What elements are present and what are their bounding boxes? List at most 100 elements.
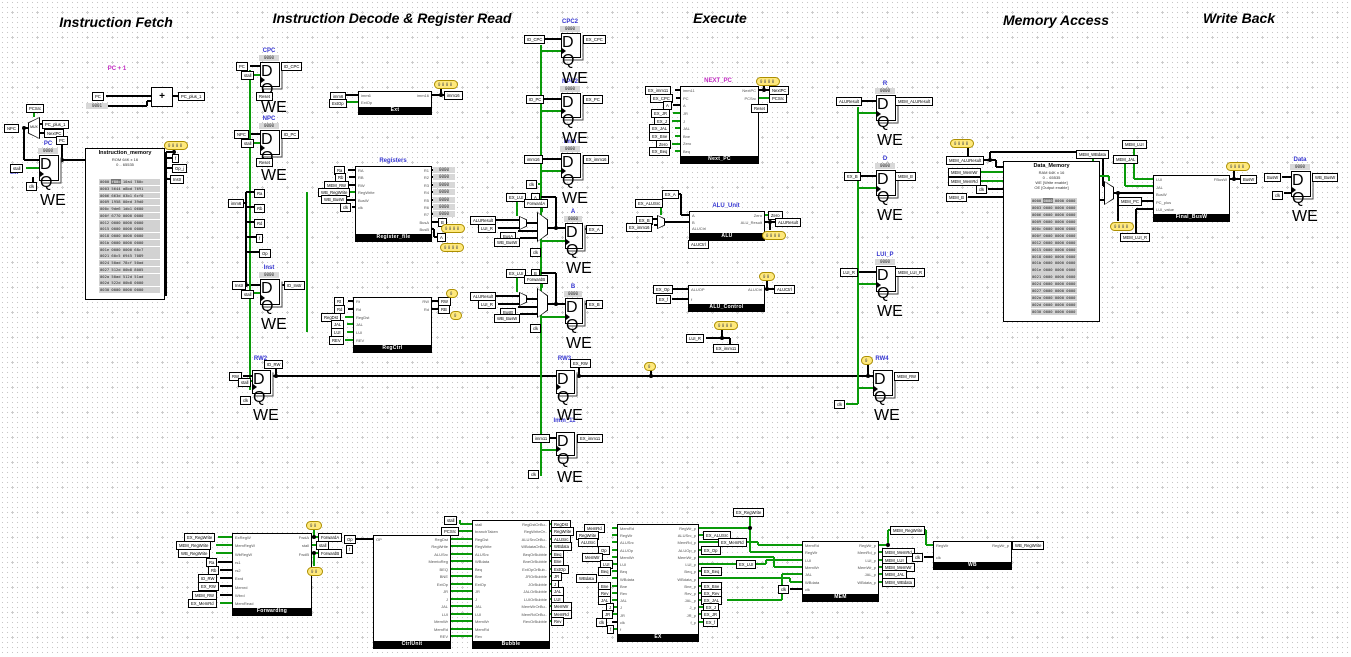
pcsrc-mux[interactable]: MUX <box>28 117 40 139</box>
tunnel-ex-op[interactable]: EX_Op <box>701 546 721 555</box>
tunnel-memwr[interactable]: MemWr <box>582 553 603 562</box>
tunnel-id-rw[interactable]: ID_RW <box>264 360 284 369</box>
alusrc-mux[interactable] <box>657 215 665 229</box>
value-probe[interactable]: 0000 <box>756 77 780 86</box>
tunnel-pc-plus-1[interactable]: PC_plus_1 <box>42 120 69 129</box>
tunnel-ex-op[interactable]: EX_Op <box>653 285 673 294</box>
tunnel-ex-b[interactable]: EX_B <box>844 172 861 181</box>
tunnel-pc-plus-1[interactable]: PC_plus_1 <box>178 92 205 101</box>
tunnel-rb[interactable]: RB <box>438 305 450 314</box>
value-probe[interactable]: 0000 <box>1226 162 1250 171</box>
hex-display[interactable]: 0000 <box>433 167 455 173</box>
hex-display[interactable]: 0000 <box>433 204 455 210</box>
tunnel-id-cpc[interactable]: ID_CPC <box>281 62 303 71</box>
tunnel-rev[interactable]: Rev <box>551 617 565 626</box>
tunnel-clk[interactable]: clk <box>530 248 542 257</box>
tunnel-ex-alusrc[interactable]: EX_ALUSrc <box>703 531 732 540</box>
tunnel-id-cpc[interactable]: ID_CPC <box>524 35 546 44</box>
tunnel-imm16[interactable]: imm16 <box>444 91 463 100</box>
tunnel-ex-pc[interactable]: EX_PC <box>583 95 603 104</box>
tunnel-clk[interactable]: clk <box>778 585 790 594</box>
tunnel-aluctrl[interactable]: ALUCtrl <box>774 285 795 294</box>
tunnel-imm16[interactable]: imm16 <box>524 155 543 164</box>
tunnel-stall[interactable]: stall <box>444 516 458 525</box>
tunnel-stall[interactable]: stall <box>10 164 24 173</box>
tunnel-ex-f[interactable]: EX_f <box>656 295 672 304</box>
tunnel-clk[interactable]: clk <box>26 182 38 191</box>
tunnel-mem-pc[interactable]: MEM_PC <box>1118 197 1142 206</box>
tunnel-mem-wbdata[interactable]: MEM_WBdata <box>882 578 915 587</box>
tunnel-jal[interactable]: JAL <box>598 596 612 605</box>
tunnel-ex-imm11[interactable]: EX_imm11 <box>713 344 740 353</box>
tunnel-nextpc[interactable]: NextPC <box>44 129 65 138</box>
tunnel-wbdata[interactable]: WBdata <box>576 574 597 583</box>
tunnel-lui-r[interactable]: LUI_R <box>478 224 496 233</box>
value-probe[interactable]: 0000 <box>1110 222 1134 231</box>
tunnel-pc[interactable]: PC <box>92 92 104 101</box>
tunnel-ex-lui[interactable]: EX_LUI <box>506 269 527 278</box>
hex-display[interactable]: 0000 <box>433 189 455 195</box>
tunnel-busw[interactable]: BusW <box>1264 173 1282 182</box>
tunnel-mem-aluresult[interactable]: MEM_ALUResult <box>895 97 934 106</box>
tunnel-wb-regwrite[interactable]: WB_RegWrite <box>1012 541 1045 550</box>
tunnel-pcsrc[interactable]: PCSrc <box>26 104 45 113</box>
tunnel-clk[interactable]: clk <box>976 185 988 194</box>
tunnel-forwardb[interactable]: ForwardB <box>524 275 549 284</box>
tunnel-mem-lui-r[interactable]: MEM_LUI_R <box>895 268 925 277</box>
hex-display[interactable]: 0000 <box>433 174 455 180</box>
tunnel-ex-lui[interactable]: EX_LUI <box>506 193 527 202</box>
tunnel-pcsrc[interactable]: PCSrc <box>769 94 788 103</box>
tunnel-stall[interactable]: stall <box>241 139 255 148</box>
value-probe[interactable]: 00 <box>759 272 775 281</box>
tunnel-instr[interactable]: Instr <box>232 281 247 290</box>
tunnel-ex-rw[interactable]: EX_RW <box>570 359 591 368</box>
tunnel-f[interactable]: f <box>607 625 615 634</box>
tunnel-id-pc[interactable]: ID_PC <box>526 95 545 104</box>
value-probe[interactable]: 0000 <box>762 231 786 240</box>
tunnel-f[interactable]: f <box>346 545 354 554</box>
tunnel-rw[interactable]: RW <box>229 372 242 381</box>
tunnel-aluresult[interactable]: ALUResult <box>836 97 863 106</box>
tunnel-id-instr[interactable]: ID_Instr <box>284 281 305 290</box>
hex-display[interactable]: 0000 <box>433 211 455 217</box>
tunnel-lui-r[interactable]: LUI_R <box>478 300 496 309</box>
tunnel-clk[interactable]: clk <box>1272 191 1284 200</box>
tunnel-op-j[interactable]: Op_j <box>172 164 187 173</box>
tunnel-imm11[interactable]: imm11 <box>532 434 551 443</box>
tunnel-ex-f[interactable]: EX_f <box>703 618 719 627</box>
tunnel-forwardb[interactable]: ForwardB <box>318 549 343 558</box>
tunnel-lui-r[interactable]: LUI_R <box>686 334 704 343</box>
tunnel-reset[interactable]: Reset <box>256 158 273 167</box>
tunnel-op[interactable]: Op <box>344 535 356 544</box>
tunnel-ex-a[interactable]: EX_A <box>662 190 679 199</box>
tunnel-clk[interactable]: clk <box>912 553 924 562</box>
tunnel-mem-b[interactable]: MEM_B <box>895 172 916 181</box>
value-probe[interactable]: 0 <box>446 289 458 298</box>
tunnel-wb-regwrite[interactable]: WB_RegWrite <box>178 549 211 558</box>
tunnel-ex-imm16[interactable]: EX_imm16 <box>626 223 653 232</box>
tunnel-clk[interactable]: clk <box>530 324 542 333</box>
hex-display[interactable]: 0000 <box>433 182 455 188</box>
tunnel-clk[interactable]: clk <box>340 203 352 212</box>
tunnel-mem-memrd[interactable]: MEM_MemRd <box>948 177 981 186</box>
tunnel-rd[interactable]: Rd <box>254 219 266 228</box>
tunnel-mem-wbdata[interactable]: MEM_WBdata <box>1076 150 1109 159</box>
value-probe[interactable]: 00 <box>307 567 323 576</box>
tunnel-ex-regwrite[interactable]: EX_RegWrite <box>733 508 765 517</box>
